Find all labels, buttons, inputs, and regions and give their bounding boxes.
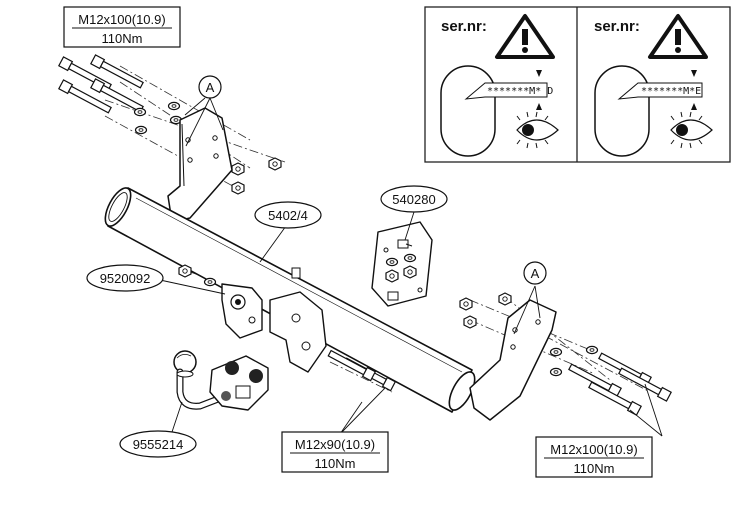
serial-code: *******M* D [487,86,553,97]
callout-plate-kit: 540280 [380,185,448,213]
plate-outline [594,65,650,157]
serial-panels: ser.nr: *******M* D ser.nr: [424,6,731,163]
svg-text:5402/4: 5402/4 [268,208,308,223]
leader-lines [159,97,663,437]
svg-text:540280: 540280 [392,192,435,207]
center-mount-plates [269,267,327,373]
plate-outline [440,65,496,157]
bolt-spec: M12x90(10.9) [295,437,375,452]
torque-value: 110Nm [574,461,615,476]
torque-value: 110Nm [315,456,356,471]
right-mounting-bracket [469,299,557,421]
svg-text:A: A [531,266,540,281]
top-left-bolts [58,54,144,114]
callout-socket-bracket: 9520092 [86,264,164,292]
center-bolts [327,349,397,392]
serial-code-tag: *******M* D [464,82,553,100]
plate-kit [371,221,433,307]
serial-panel-d: ser.nr: *******M* D [440,14,559,157]
torque-box-top-left: M12x100(10.9) 110Nm [63,6,181,48]
warning-triangle-icon [648,14,708,59]
serial-label: ser.nr: [441,18,487,35]
eye-icon [516,111,559,149]
serial-label: ser.nr: [594,18,640,35]
serial-code: *******M*E [641,86,701,97]
bolt [58,79,112,114]
torque-value: 110Nm [102,31,143,46]
left-mounting-bracket [167,107,233,223]
torque-box-bottom-right: M12x100(10.9) 110Nm [535,436,653,478]
svg-text:9520092: 9520092 [100,271,151,286]
pointer-up-icon [691,103,697,110]
eye-icon [670,111,713,149]
pointer-down-icon [691,70,697,77]
bottom-right-bolts [568,352,672,416]
svg-text:A: A [206,80,215,95]
ball-neck [173,350,230,410]
bolt [90,54,144,89]
callout-a-right: A [523,261,547,285]
pointer-up-icon [536,103,542,110]
socket-bracket [221,283,263,339]
torque-box-bottom-mid: M12x90(10.9) 110Nm [281,431,389,473]
svg-text:9555214: 9555214 [133,437,184,452]
pointer-down-icon [536,70,542,77]
callout-ball-neck: 9555214 [119,430,197,458]
warning-triangle-icon [495,14,555,59]
serial-panel-e: ser.nr: *******M*E [594,14,713,157]
callout-a-left: A [198,75,222,99]
bolt-spec: M12x100(10.9) [550,442,637,457]
callout-crossbar: 5402/4 [254,201,322,229]
bolt [90,78,144,113]
electrical-socket [209,355,269,411]
serial-code-tag: *******M*E [617,82,703,100]
bolt-spec: M12x100(10.9) [78,12,165,27]
